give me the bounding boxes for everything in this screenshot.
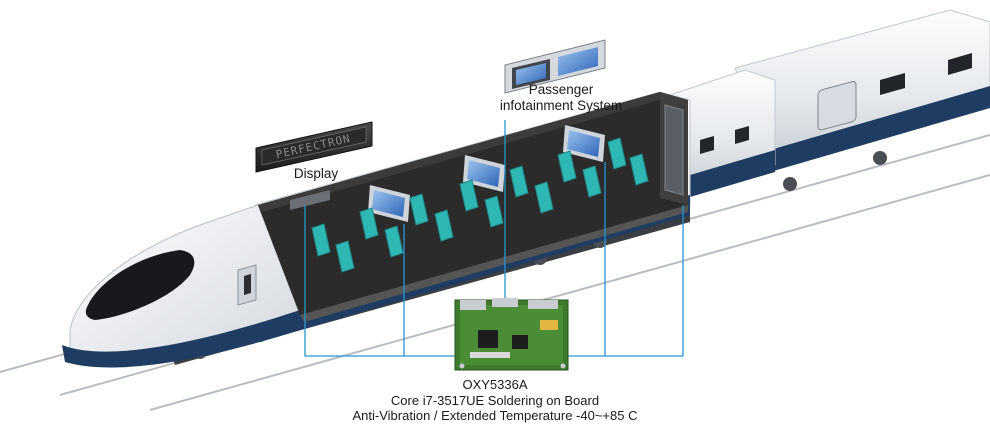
seat <box>311 223 331 257</box>
product-features: Anti-Vibration / Extended Temperature -4… <box>352 408 638 423</box>
board-connector <box>492 298 518 307</box>
seat <box>459 179 479 212</box>
pis-label: Passenger infotainment System <box>486 82 636 114</box>
overhead-screen <box>563 125 605 162</box>
seat <box>509 165 529 198</box>
board-chip <box>540 320 558 330</box>
seat <box>409 193 429 226</box>
embedded-board <box>454 298 569 371</box>
mid-car <box>669 69 776 197</box>
connector-line <box>605 205 684 357</box>
overhead-screen <box>463 155 505 192</box>
cabin-sign <box>290 190 330 210</box>
seat <box>335 240 355 273</box>
board-chip <box>512 335 528 349</box>
seat <box>484 195 504 228</box>
overhead-screen <box>368 185 410 222</box>
board-connector <box>528 300 558 309</box>
product-caption: OXY5336A Core i7-3517UE Soldering on Boa… <box>300 377 690 424</box>
seat <box>582 165 602 198</box>
display-label-text: Display <box>293 166 339 181</box>
pis-device <box>504 39 606 94</box>
seat <box>434 209 454 242</box>
seats <box>311 137 649 273</box>
seat <box>359 207 379 240</box>
connection-lines <box>304 120 684 357</box>
pis-label-line2: infotainment System <box>499 98 623 113</box>
product-model: OXY5336A <box>462 377 528 392</box>
board-chip <box>470 352 510 358</box>
display-label: Display <box>276 166 356 182</box>
board-connector <box>460 300 486 310</box>
led-display-device: PERFECTRON <box>255 121 373 173</box>
seat <box>557 150 577 183</box>
product-cpu: Core i7-3517UE Soldering on Board <box>390 392 600 408</box>
seat <box>534 181 554 214</box>
seat <box>384 225 404 258</box>
seat <box>607 137 627 170</box>
pis-label-line1: Passenger <box>528 82 594 97</box>
connector-line <box>304 205 455 357</box>
seat <box>629 153 649 186</box>
board-chip <box>478 330 498 348</box>
overhead-screens <box>290 125 605 222</box>
